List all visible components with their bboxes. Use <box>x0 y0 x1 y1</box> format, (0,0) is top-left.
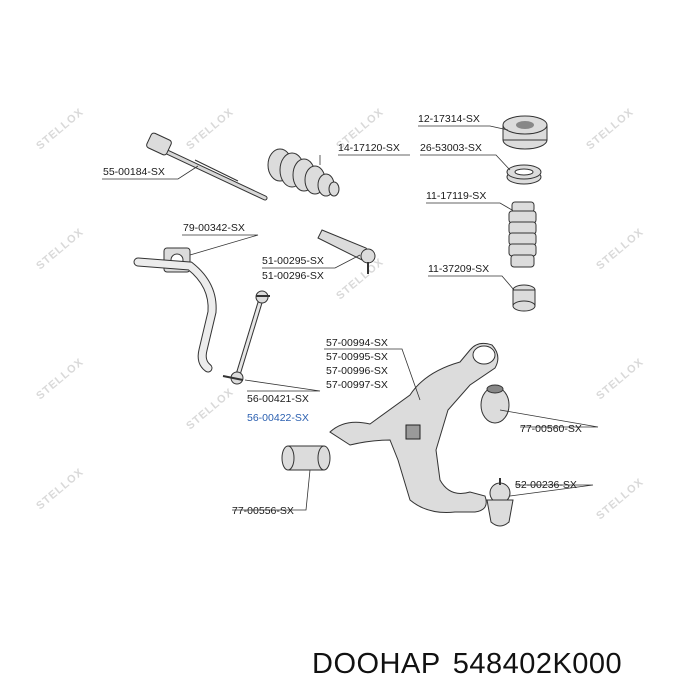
part-label: 26-53003-SX <box>420 142 482 154</box>
part-labels: 12-17314-SX 14-17120-SX 26-53003-SX 55-0… <box>103 113 582 517</box>
tie-rod-part <box>146 132 268 201</box>
oem-part-number: 548402K000 <box>452 648 623 680</box>
tie-rod-end-part <box>317 229 376 274</box>
part-label-highlighted: 56-00422-SX <box>247 412 309 424</box>
part-label: 57-00997-SX <box>326 379 388 391</box>
watermark-text: STELLOX <box>184 386 236 432</box>
strut-bearing-part <box>506 164 542 185</box>
part-label: 51-00296-SX <box>262 270 324 282</box>
watermark-text: STELLOX <box>34 226 86 272</box>
part-label: 55-00184-SX <box>103 166 165 178</box>
watermark-text: STELLOX <box>34 106 86 152</box>
watermark-text: STELLOX <box>34 356 86 402</box>
leader-lines <box>102 125 599 511</box>
control-arm-part <box>329 342 499 513</box>
part-label: 12-17314-SX <box>418 113 480 125</box>
front-bushing-part <box>281 445 331 471</box>
part-label: 14-17120-SX <box>338 142 400 154</box>
watermark-text: STELLOX <box>34 466 86 512</box>
part-label: 11-17119-SX <box>426 190 486 202</box>
footer-caption: DOOHAP 548402K000 <box>312 648 692 688</box>
part-label: 11-37209-SX <box>428 263 489 275</box>
watermark-text: STELLOX <box>184 106 236 152</box>
watermark-text: STELLOX <box>594 226 646 272</box>
part-label: 57-00995-SX <box>326 351 388 363</box>
watermark-text: STELLOX <box>594 356 646 402</box>
brand-name: DOOHAP <box>312 648 441 680</box>
part-label: 57-00994-SX <box>326 337 388 349</box>
part-label: 52-00236-SX <box>515 479 577 491</box>
part-label: 77-00560-SX <box>520 423 582 435</box>
watermark-text: STELLOX <box>594 476 646 522</box>
watermark-text: STELLOX <box>334 256 386 302</box>
watermark-text: STELLOX <box>584 106 636 152</box>
part-label: 51-00295-SX <box>262 255 324 267</box>
part-label: 79-00342-SX <box>183 222 245 234</box>
parts-diagram: STELLOX STELLOX STELLOX STELLOX STELLOX … <box>34 106 646 527</box>
bump-stop-part <box>512 284 536 312</box>
part-label: 56-00421-SX <box>247 393 309 405</box>
ball-joint-part <box>486 478 514 527</box>
steering-boot-part <box>267 148 340 197</box>
stabilizer-link-part <box>222 290 270 385</box>
part-label: 77-00556-SX <box>232 505 294 517</box>
strut-mount-part <box>502 115 548 150</box>
rear-bushing-part <box>480 384 510 424</box>
strut-boot-part <box>508 201 537 268</box>
part-label: 57-00996-SX <box>326 365 388 377</box>
